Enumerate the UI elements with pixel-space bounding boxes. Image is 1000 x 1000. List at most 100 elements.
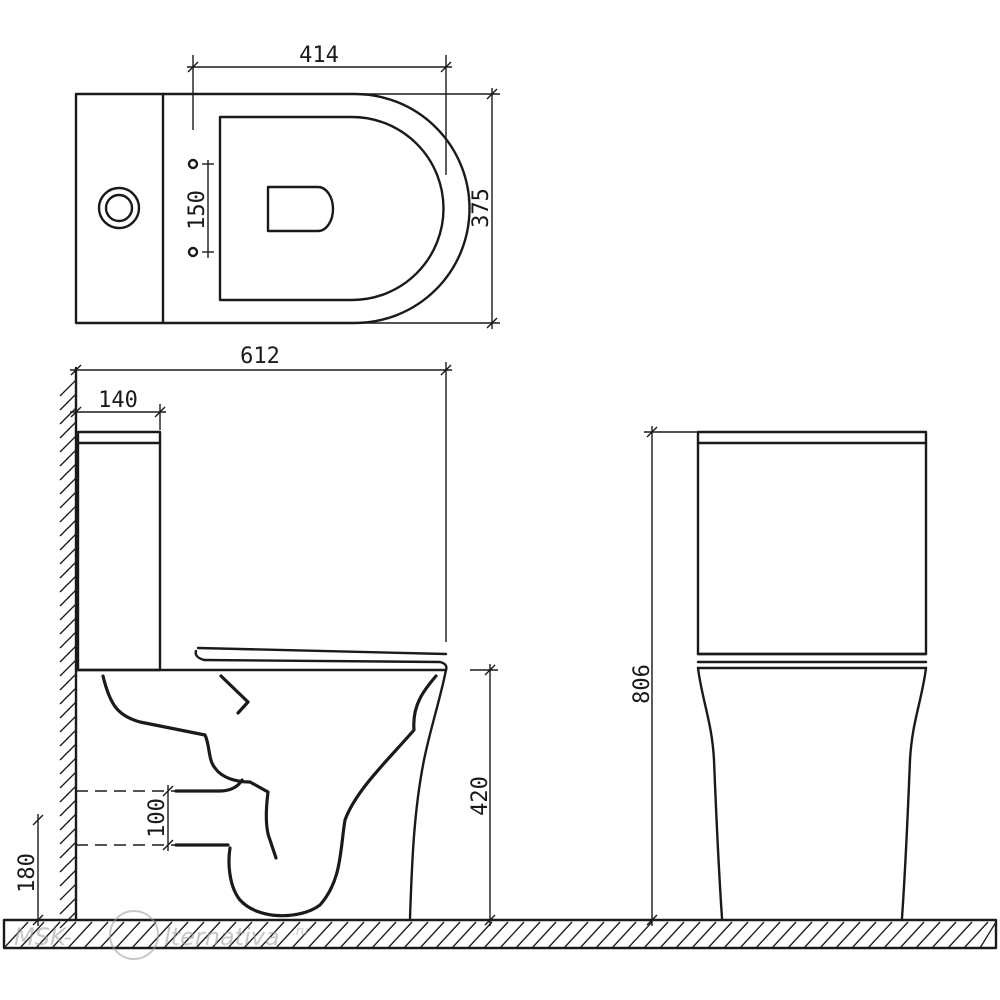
floor-hatch-line (35, 921, 61, 949)
floor-hatch-line (803, 921, 829, 949)
wall-hatch-line (59, 897, 77, 915)
floor-hatch-line (787, 921, 813, 949)
bowl-top-outline (161, 92, 471, 325)
wall-hatching (59, 379, 77, 929)
dim-100-label: 100 (145, 798, 170, 838)
floor (2, 918, 998, 950)
wall-hatch-line (59, 435, 77, 453)
wall (59, 366, 78, 929)
floor-hatch-line (307, 921, 333, 949)
wall-hatch-line (59, 799, 77, 817)
watermark-left-text: MSK- (14, 923, 72, 951)
floor-outline (2, 918, 998, 950)
floor-hatch-line (611, 921, 637, 949)
fixing-hole-upper (187, 158, 199, 170)
floor-hatch-line (915, 921, 941, 949)
floor-hatch-line (19, 921, 45, 949)
floor-hatch-line (883, 921, 909, 949)
floor-hatch-line (83, 921, 109, 949)
wall-hatch-line (59, 855, 77, 873)
top-view-dimensions: 414 375 150 (185, 43, 500, 329)
dim-375-label: 375 (469, 188, 494, 228)
floor-hatch-line (755, 921, 781, 949)
floor-hatch-line (499, 921, 525, 949)
wall-hatch-line (59, 603, 77, 621)
wall-hatch-line (59, 729, 77, 747)
floor-hatch-line (435, 921, 461, 949)
floor-hatch-line (163, 921, 189, 949)
wall-hatch-line (59, 743, 77, 761)
dim-420-label: 420 (468, 776, 493, 816)
floor-hatch-line (723, 921, 749, 949)
fixing-hole-lower (187, 246, 199, 258)
floor-hatch-line (291, 921, 317, 949)
dim-150-label: 150 (185, 190, 210, 230)
wall-hatch-line (59, 785, 77, 803)
floor-hatch-line (195, 921, 221, 949)
floor-hatch-line (739, 921, 765, 949)
tank-side-outline (76, 430, 162, 672)
floor-hatch-line (675, 921, 701, 949)
floor-hatch-line (355, 921, 381, 949)
wall-hatch-line (59, 757, 77, 775)
wall-hatch-line (59, 533, 77, 551)
floor-hatch-line (115, 921, 141, 949)
floor-hatch-line (979, 921, 997, 949)
floor-hatch-line (259, 921, 285, 949)
floor-hatch-line (323, 921, 349, 949)
wall-hatch-line (59, 883, 77, 901)
floor-hatch-line (339, 921, 365, 949)
flush-button-outer (97, 186, 141, 230)
bowl-opening-outline (266, 185, 335, 233)
floor-hatch-line (819, 921, 845, 949)
watermark-logo-icon (109, 910, 159, 960)
side-view (74, 430, 448, 920)
wall-hatch-line (59, 547, 77, 565)
front-view (696, 430, 928, 920)
wall-hatch-line (59, 715, 77, 733)
floor-hatch-line (179, 921, 205, 949)
floor-hatch-line (275, 921, 301, 949)
trapway-lower (227, 674, 438, 918)
floor-hatch-line (563, 921, 589, 949)
pedestal-right-outline (900, 666, 928, 920)
floor-hatch-line (227, 921, 253, 949)
floor-hatch-line (867, 921, 893, 949)
wall-hatch-line (59, 841, 77, 859)
floor-hatch-line (691, 921, 717, 949)
front-view-dimensions: 806 (630, 426, 698, 926)
floor-hatch-line (243, 921, 269, 949)
wall-hatch-line (59, 631, 77, 649)
trapway-upper (101, 674, 278, 860)
dim-140-label: 140 (98, 388, 138, 413)
wall-hatch-line (59, 659, 77, 677)
floor-hatch-line (99, 921, 125, 949)
floor-hatch-line (947, 921, 973, 949)
wall-hatch-line (59, 701, 77, 719)
bowl-front-outline (408, 668, 448, 920)
dim-414-label: 414 (299, 43, 339, 68)
wall-hatch-line (59, 449, 77, 467)
floor-hatch-line (403, 921, 429, 949)
floor-hatch-line (771, 921, 797, 949)
watermark-domain-text: .ru (292, 924, 309, 938)
wall-hatch-line (59, 869, 77, 887)
wall-hatch-line (59, 505, 77, 523)
seat-side-outline (194, 649, 448, 672)
wall-hatch-line (59, 561, 77, 579)
floor-hatch-line (451, 921, 477, 949)
top-view (74, 92, 471, 325)
floor-hatch-line (659, 921, 685, 949)
floor-hatch-line (483, 921, 509, 949)
wall-hatch-line (59, 421, 77, 439)
floor-hatch-line (531, 921, 557, 949)
dim-180-label: 180 (15, 853, 40, 893)
tank-front-outline (696, 430, 928, 656)
wall-hatch-line (59, 519, 77, 537)
wall-hatch-line (59, 813, 77, 831)
pedestal-left-outline (696, 666, 724, 920)
wall-hatch-line (59, 463, 77, 481)
wall-hatch-line (59, 589, 77, 607)
